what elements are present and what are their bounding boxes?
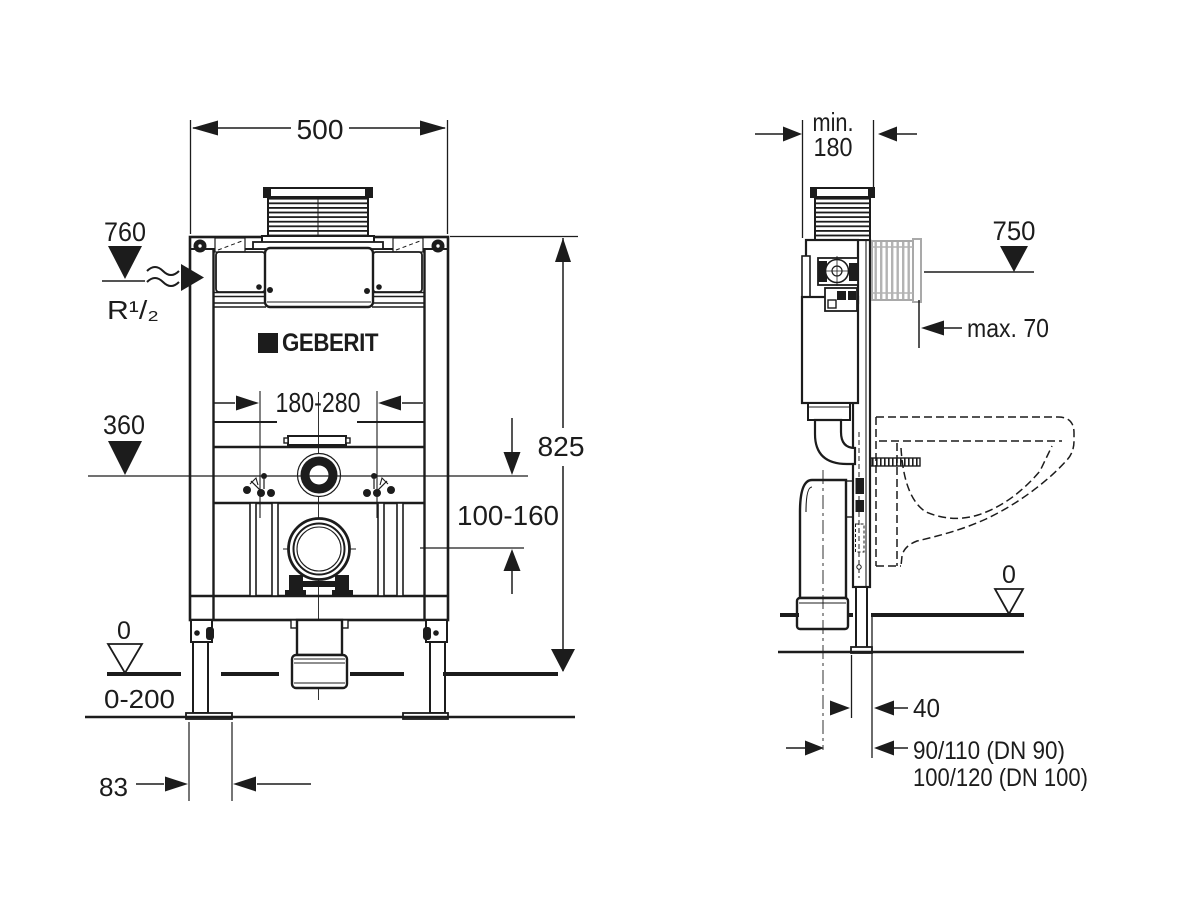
level-label-760: 760 xyxy=(104,217,146,247)
flush-bend-front xyxy=(296,452,342,498)
valve-chambers xyxy=(214,251,424,308)
floor-lines-side xyxy=(778,613,1024,654)
inlet-pipe-side xyxy=(810,187,875,241)
dim-label-83: 83 xyxy=(99,772,128,802)
dim-label-180-280: 180-280 xyxy=(276,387,361,418)
dim-width-500: 500 xyxy=(189,114,449,234)
floor-buildup-label: 0-200 xyxy=(104,684,175,714)
level-marker-0-front: 0 xyxy=(106,617,144,675)
level-triangle-icon xyxy=(108,441,142,475)
drain-bend-front xyxy=(285,517,353,595)
level-triangle-open-icon xyxy=(993,588,1025,616)
level-marker-360: 360 xyxy=(88,410,528,477)
dim-label-dn100: 100/120 (DN 100) xyxy=(913,764,1088,792)
dim-label-825: 825 xyxy=(538,431,585,462)
level-label-750: 750 xyxy=(993,216,1036,246)
brand-text: GEBERIT xyxy=(282,329,378,357)
water-supply-arrow xyxy=(146,264,204,291)
side-view-drawing: min. 180 750 max. 70 xyxy=(755,107,1088,792)
level-marker-760: 760 xyxy=(102,217,146,282)
wc-bowl-outline xyxy=(875,416,1075,567)
dim-label-100-160: 100-160 xyxy=(457,500,559,531)
flush-elbow-side xyxy=(813,418,857,466)
outlet-pipe-front xyxy=(290,618,349,690)
logo-square-icon xyxy=(258,333,278,353)
level-triangle-icon xyxy=(1000,246,1028,272)
corner-bolts xyxy=(193,239,445,253)
dim-label-min: min. xyxy=(813,107,854,137)
level-label-360: 360 xyxy=(103,410,145,440)
level-marker-750: 750 xyxy=(924,216,1036,273)
level-label-0: 0 xyxy=(1002,561,1016,589)
dim-bolt-spacing: 180-280 xyxy=(214,387,423,518)
level-marker-0-side: 0 xyxy=(993,561,1025,616)
dim-label-40: 40 xyxy=(913,693,940,723)
floor-lines-front xyxy=(85,672,575,719)
thread-label-r12: R¹/₂ xyxy=(107,295,159,325)
cistern-side xyxy=(800,238,860,466)
dim-label-500: 500 xyxy=(297,114,344,145)
dim-foot-offset-83: 83 xyxy=(99,722,311,802)
level-triangle-icon xyxy=(108,246,142,279)
level-triangle-open-icon xyxy=(106,643,144,675)
dim-label-dn90: 90/110 (DN 90) xyxy=(913,737,1065,765)
dim-height-825: 825 xyxy=(450,235,585,672)
dim-max-70: max. 70 xyxy=(918,300,1049,348)
geberit-logo: GEBERIT xyxy=(258,329,379,357)
dim-outlet-position: 40 90/110 (DN 90) 100/120 (DN 100) xyxy=(786,617,1088,792)
front-view-drawing: GEBERIT xyxy=(85,114,585,802)
cistern-box-front xyxy=(252,241,384,309)
drain-elbow-side xyxy=(795,470,853,750)
level-label-0: 0 xyxy=(117,617,131,645)
flow-arrow-icon xyxy=(181,264,204,291)
dim-outlet-range: 100-160 xyxy=(457,418,559,594)
dim-depth-min-180: min. 180 xyxy=(755,107,917,238)
corner-braces xyxy=(214,237,424,253)
tank-lid-handle xyxy=(287,435,347,446)
inlet-pipe-front xyxy=(261,187,375,244)
dim-label-180: 180 xyxy=(814,132,853,162)
fixation-rod xyxy=(870,457,921,467)
dim-label-max-70: max. 70 xyxy=(967,313,1049,343)
actuator-duct-gray xyxy=(871,238,922,303)
